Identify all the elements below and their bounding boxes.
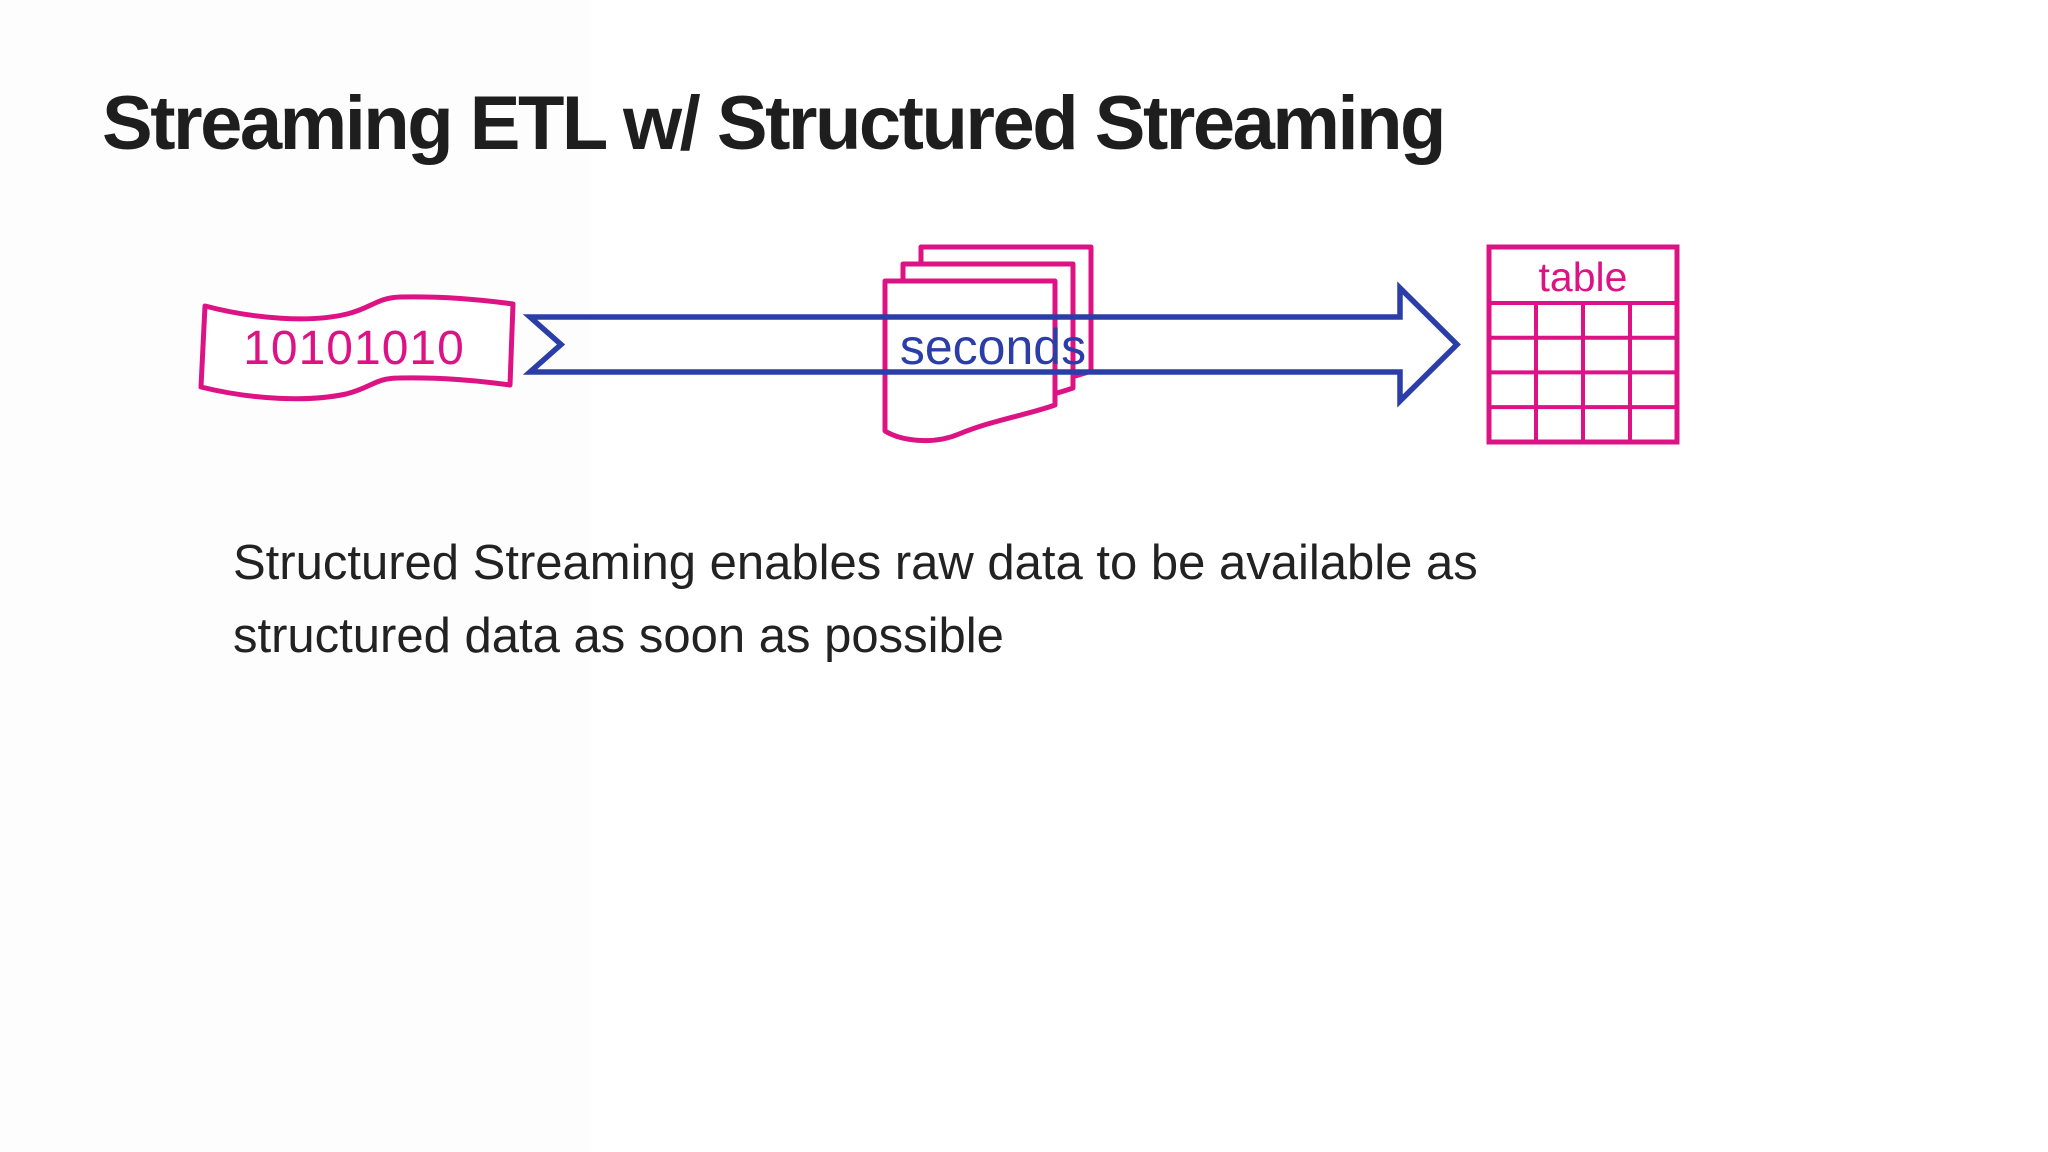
file-stack-icon (882, 244, 1094, 444)
slide-body: Structured Streaming enables raw data to… (233, 527, 1478, 673)
page-front (882, 278, 1058, 444)
body-line: structured data as soon as possible (233, 609, 1004, 663)
table-icon: table (1486, 244, 1680, 445)
table-gridlines (1489, 301, 1677, 442)
slide-title: Streaming ETL w/ Structured Streaming (102, 81, 1446, 166)
body-line: Structured Streaming enables raw data to… (233, 536, 1478, 590)
table-label: table (1539, 254, 1628, 300)
wave-banner-shape (198, 294, 516, 402)
arrow-duration-label: seconds (900, 319, 1086, 375)
raw-data-banner-icon: 10101010 (198, 294, 516, 402)
flow-arrow-icon (522, 281, 1461, 408)
raw-data-label: 10101010 (243, 322, 465, 375)
